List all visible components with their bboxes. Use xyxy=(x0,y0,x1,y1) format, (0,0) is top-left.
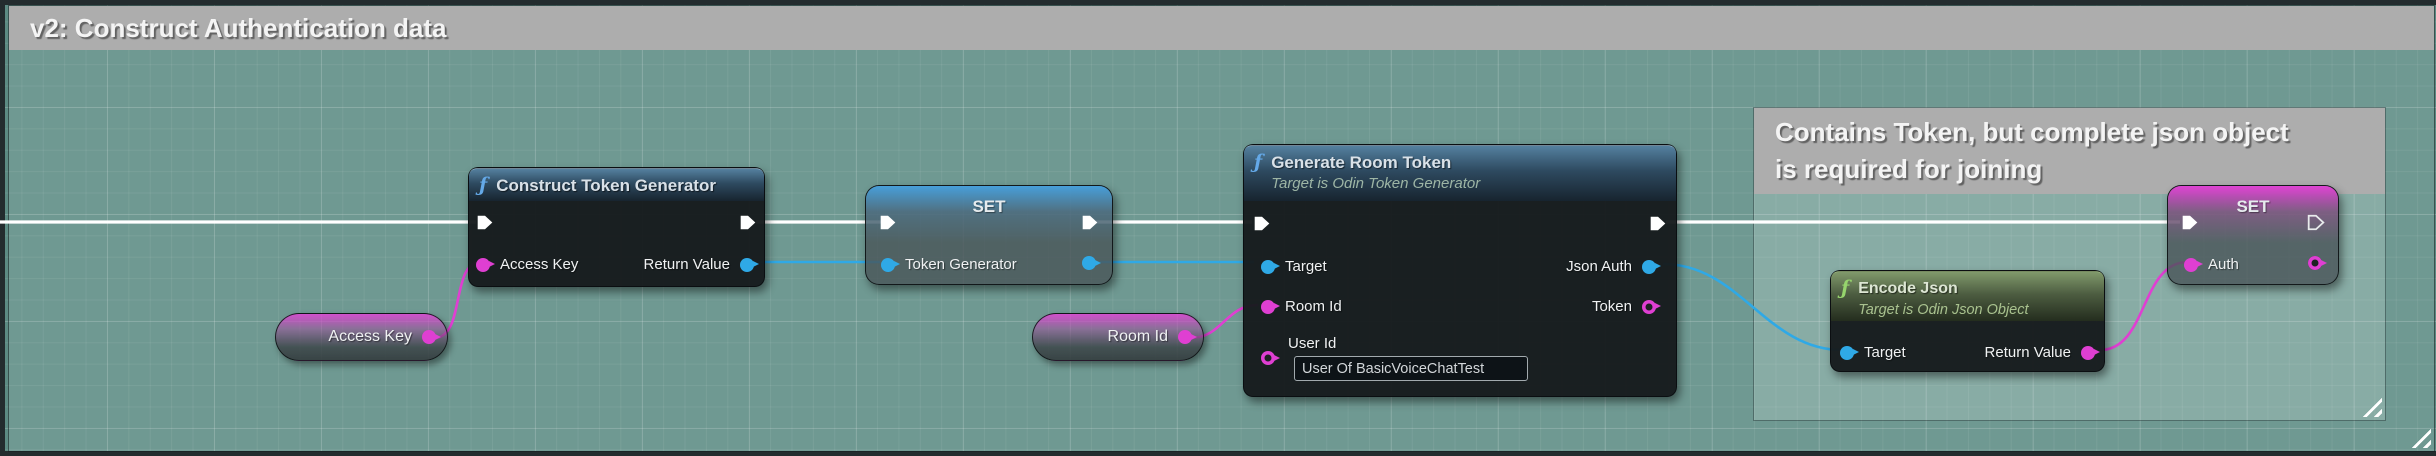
set-title: SET xyxy=(972,197,1006,216)
return-value-label: Return Value xyxy=(1984,344,2071,361)
token-label: Token xyxy=(1591,298,1632,315)
room-id-out-pin[interactable] xyxy=(1178,330,1197,344)
comment-title: v2: Construct Authentication data xyxy=(30,12,447,43)
exec-out-pin[interactable] xyxy=(1649,214,1667,233)
note-line-1: Contains Token, but complete json object xyxy=(1775,117,2289,147)
function-icon: ƒ xyxy=(1254,151,1263,173)
comment-title-bar[interactable]: v2: Construct Authentication data xyxy=(9,6,2434,50)
exec-in-pin[interactable] xyxy=(476,213,494,232)
room-id-var-label: Room Id xyxy=(1107,328,1168,345)
variable-get-access-key[interactable]: Access Key xyxy=(275,313,448,361)
note-title-bar[interactable]: Contains Token, but complete json object… xyxy=(1754,108,2385,194)
exec-in-pin[interactable] xyxy=(1253,214,1271,233)
exec-out-pin[interactable] xyxy=(1081,213,1099,232)
json-auth-label: Json Auth xyxy=(1566,258,1632,275)
node-title: Encode Json xyxy=(1858,280,1958,297)
token-generator-in-pin[interactable] xyxy=(881,257,900,272)
node-title: Construct Token Generator xyxy=(496,176,716,195)
token-generator-out-pin[interactable] xyxy=(1082,256,1101,270)
node-title: Generate Room Token xyxy=(1271,153,1452,172)
node-encode-json[interactable]: ƒ Encode Json Target is Odin Json Object… xyxy=(1830,270,2105,372)
room-id-label: Room Id xyxy=(1285,298,1342,315)
auth-in-pin[interactable] xyxy=(2184,257,2203,272)
function-icon: ƒ xyxy=(479,174,488,196)
user-id-pin[interactable] xyxy=(1261,351,1280,365)
exec-in-pin[interactable] xyxy=(2181,213,2199,232)
auth-label: Auth xyxy=(2208,256,2239,273)
exec-out-pin[interactable] xyxy=(739,213,757,232)
access-key-out-pin[interactable] xyxy=(422,330,441,344)
variable-get-room-id[interactable]: Room Id xyxy=(1032,313,1204,361)
node-subtitle: Target is Odin Token Generator xyxy=(1271,175,1481,192)
target-label: Target xyxy=(1864,344,1906,361)
return-value-pin[interactable] xyxy=(740,257,759,272)
target-pin[interactable] xyxy=(1261,259,1280,274)
access-key-label: Access Key xyxy=(500,256,579,273)
return-value-pin[interactable] xyxy=(2081,345,2100,360)
auth-out-pin[interactable] xyxy=(2308,256,2327,270)
exec-in-pin[interactable] xyxy=(879,213,897,232)
token-pin[interactable] xyxy=(1642,299,1661,314)
node-generate-room-token[interactable]: ƒ Generate Room Token Target is Odin Tok… xyxy=(1243,144,1677,397)
json-auth-pin[interactable] xyxy=(1642,259,1661,274)
set-title: SET xyxy=(2236,197,2270,216)
access-key-pin[interactable] xyxy=(476,257,495,272)
user-id-input[interactable] xyxy=(1294,356,1528,381)
room-id-pin[interactable] xyxy=(1261,299,1280,314)
function-icon: ƒ xyxy=(1841,277,1850,299)
node-set-auth[interactable]: SET Auth xyxy=(2167,185,2339,285)
return-value-label: Return Value xyxy=(643,256,730,273)
node-subtitle: Target is Odin Json Object xyxy=(1858,302,2029,318)
access-key-var-label: Access Key xyxy=(328,328,412,345)
target-pin[interactable] xyxy=(1840,345,1859,360)
target-label: Target xyxy=(1285,258,1327,275)
token-generator-label: Token Generator xyxy=(905,256,1017,273)
user-id-label: User Id xyxy=(1288,335,1337,352)
note-line-2: is required for joining xyxy=(1775,154,2043,184)
exec-out-pin[interactable] xyxy=(2307,213,2325,232)
node-construct-token-generator[interactable]: ƒ Construct Token Generator Access Key R… xyxy=(468,167,765,287)
node-set-token-generator[interactable]: SET Token Generator xyxy=(865,185,1113,285)
